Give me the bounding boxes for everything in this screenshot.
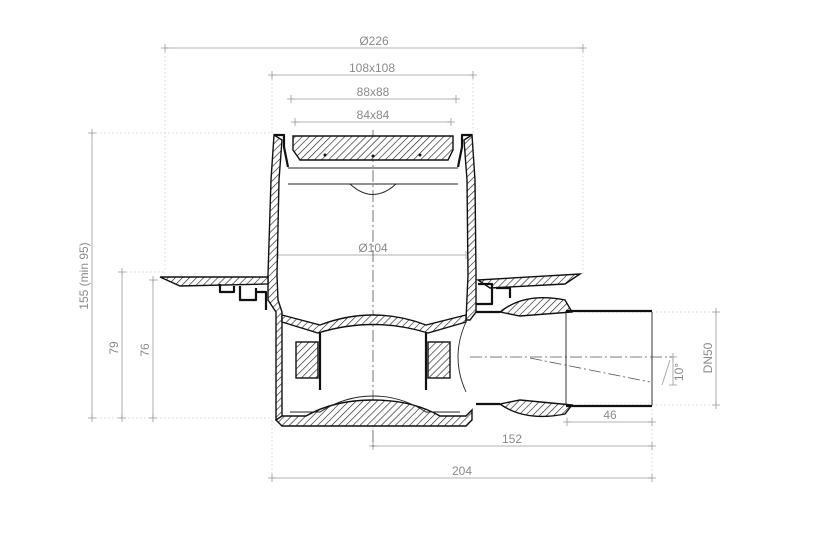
svg-text:108x108: 108x108 xyxy=(349,61,395,75)
svg-text:Ø226: Ø226 xyxy=(359,34,389,48)
dimension-204: 204 xyxy=(272,464,652,479)
slope-line xyxy=(529,357,651,383)
grate xyxy=(292,135,454,161)
svg-text:88x88: 88x88 xyxy=(357,85,390,99)
svg-text:79: 79 xyxy=(107,341,121,355)
svg-text:10°: 10° xyxy=(672,363,686,381)
svg-text:46: 46 xyxy=(603,408,617,422)
dimension-76: 76 xyxy=(138,280,154,418)
dimension-152: 152 xyxy=(373,432,652,447)
svg-text:84x84: 84x84 xyxy=(357,108,390,122)
dimension-88x88: 88x88 xyxy=(291,85,456,100)
svg-text:DN50: DN50 xyxy=(701,342,715,373)
dimension-108x108: 108x108 xyxy=(272,61,473,76)
dimension-dn50: DN50 xyxy=(701,312,717,405)
svg-text:152: 152 xyxy=(502,432,522,446)
svg-text:76: 76 xyxy=(138,343,152,357)
dimension-84x84: 84x84 xyxy=(295,108,451,123)
dimension-46: 46 xyxy=(567,408,652,423)
svg-text:155 (min 95): 155 (min 95) xyxy=(77,242,91,309)
drain-body xyxy=(159,133,653,427)
dimension-o104: Ø104 xyxy=(278,241,466,256)
dimension-o226: Ø226 xyxy=(165,34,583,49)
dimension-155: 155 (min 95) xyxy=(77,133,93,418)
svg-text:Ø104: Ø104 xyxy=(358,241,388,255)
dimension-slope-angle: 10° xyxy=(661,357,686,386)
svg-text:204: 204 xyxy=(452,464,472,478)
dimension-79: 79 xyxy=(107,272,123,418)
